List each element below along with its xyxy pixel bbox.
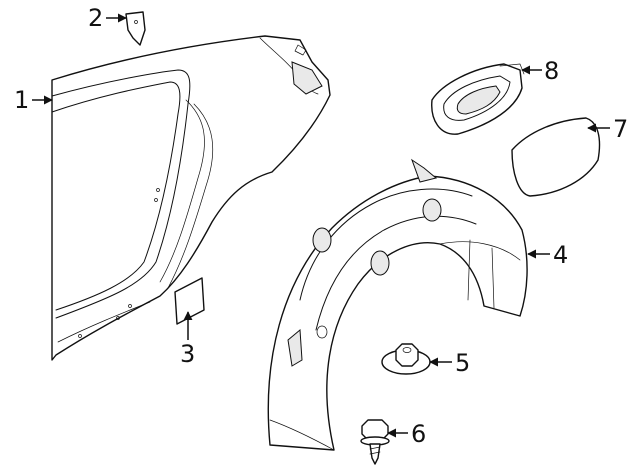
callout-6: 6 bbox=[387, 420, 426, 448]
callout-label-8: 8 bbox=[544, 57, 559, 85]
callout-8: 8 bbox=[521, 57, 559, 85]
callout-label-1: 1 bbox=[14, 86, 29, 114]
fuel-housing-part bbox=[431, 63, 525, 135]
callout-2: 2 bbox=[88, 4, 127, 32]
wheel-liner-part bbox=[267, 158, 528, 451]
bracket-part bbox=[125, 11, 146, 46]
fuel-door-part bbox=[511, 117, 601, 197]
callout-label-4: 4 bbox=[553, 241, 568, 269]
callout-7: 7 bbox=[587, 115, 628, 143]
callout-label-7: 7 bbox=[613, 115, 628, 143]
callout-label-2: 2 bbox=[88, 4, 103, 32]
callout-5: 5 bbox=[429, 349, 470, 377]
callout-1: 1 bbox=[14, 86, 53, 114]
callout-label-3: 3 bbox=[180, 340, 195, 368]
callout-label-6: 6 bbox=[411, 420, 426, 448]
callout-4: 4 bbox=[527, 241, 568, 269]
callout-3: 3 bbox=[180, 311, 195, 368]
clip-nut-part bbox=[381, 343, 431, 375]
screw-part bbox=[360, 419, 390, 465]
callout-label-5: 5 bbox=[455, 349, 470, 377]
seal-pad-part bbox=[174, 277, 205, 325]
quarter-panel-part bbox=[51, 35, 331, 361]
